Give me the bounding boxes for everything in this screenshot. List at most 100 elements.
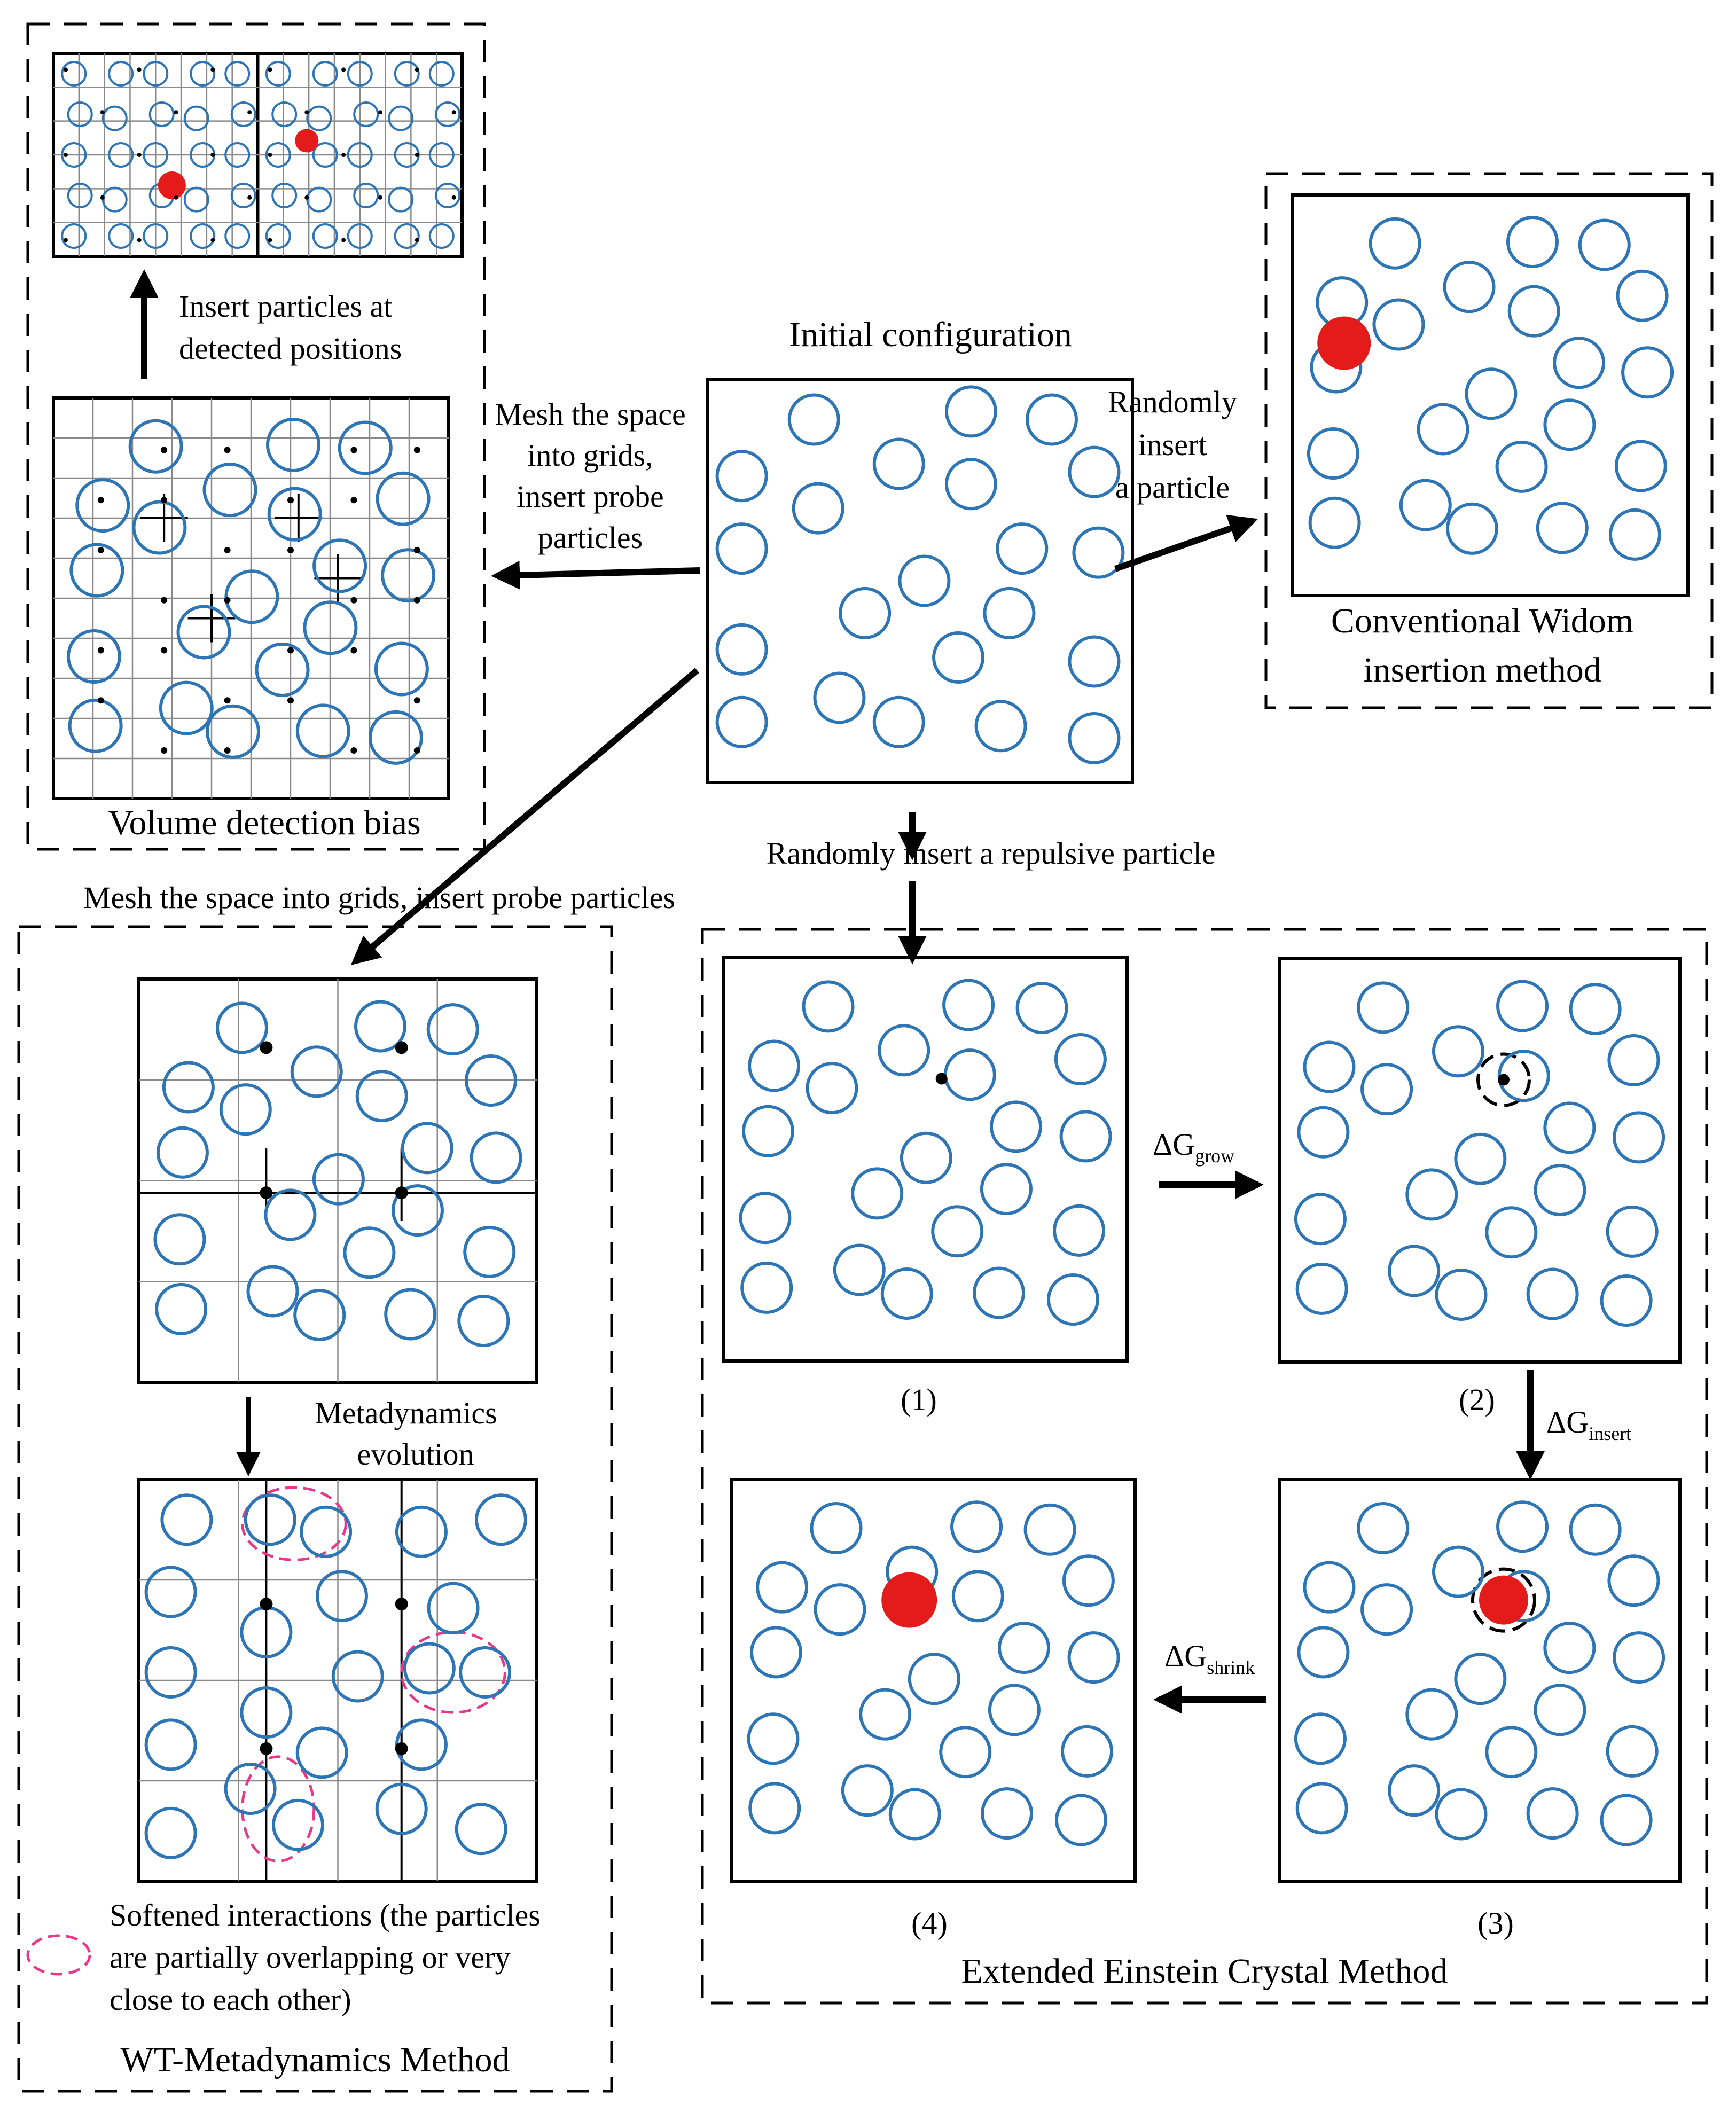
widom-particle-10 xyxy=(1553,337,1606,389)
eecm-2-particle-4 xyxy=(1303,1040,1356,1093)
volume-result-1-particle-23 xyxy=(224,142,251,168)
initial-particle-19 xyxy=(715,695,768,748)
volume-result-1-particle-15 xyxy=(143,223,169,249)
volume-result-1-probe-7 xyxy=(137,153,142,157)
wt-evolved-particle-4 xyxy=(395,1505,448,1558)
wt-evolved-particle-11 xyxy=(331,1650,384,1703)
initial-particle-22 xyxy=(1068,711,1121,764)
initial-particle-14 xyxy=(983,586,1036,639)
volume-probe-point-4 xyxy=(97,697,104,704)
eecm-2-particle-13 xyxy=(1405,1168,1458,1221)
volume-insert-label-2: detected positions xyxy=(179,331,402,366)
initial-particle-7 xyxy=(1068,445,1121,498)
volume-result-2-particle-16 xyxy=(394,61,420,87)
wt-evolved-particle-3 xyxy=(300,1505,353,1558)
widom-particle-22 xyxy=(1608,508,1661,561)
widom-particle-11 xyxy=(1621,346,1674,399)
eecm-3-particle-21 xyxy=(1526,1787,1579,1840)
panel-label-2: (2) xyxy=(1459,1382,1495,1417)
eecm-4-particle-6 xyxy=(951,1570,1004,1623)
volume-particle-6 xyxy=(267,487,322,542)
wt-evolved-particle-2 xyxy=(244,1493,296,1546)
wt-initial-particle-19 xyxy=(155,1282,208,1335)
wt-evolved-particle-8 xyxy=(427,1582,480,1634)
wt-metadynamics-caption: WT-Metadynamics Method xyxy=(121,2040,510,2079)
volume-result-1-probe-2 xyxy=(63,153,68,157)
wt-evolved-particle-7 xyxy=(315,1570,368,1623)
volume-result-1-particle-6 xyxy=(108,61,134,87)
volume-result-2-probe-8 xyxy=(341,238,346,242)
eecm-4-particle-20 xyxy=(888,1788,941,1841)
wt-metadynamics-group-box xyxy=(17,925,613,2093)
eecm-2-particle-16 xyxy=(1485,1206,1538,1259)
eecm-3-particle-11 xyxy=(1613,1631,1665,1684)
eecm-1-particle-19 xyxy=(740,1261,793,1314)
volume-result-1-particle-16 xyxy=(190,61,216,87)
volume-probe-point-24 xyxy=(413,447,420,453)
wt-evolved-particle-1 xyxy=(160,1493,213,1546)
widom-particle-1 xyxy=(1369,217,1421,270)
widom-inserted-particle xyxy=(1317,316,1371,370)
wt-initial-particle-11 xyxy=(470,1131,522,1184)
eecm-2-particle-17 xyxy=(1606,1205,1659,1258)
arrow-to-volume-detection xyxy=(491,560,700,590)
eecm-1-particle-10 xyxy=(989,1100,1042,1153)
volume-probe-point-22 xyxy=(350,647,357,654)
volume-result-2-probe-10 xyxy=(378,195,382,200)
eecm-4-particle-19 xyxy=(748,1782,801,1835)
eecm-4-particle-15 xyxy=(747,1712,800,1765)
volume-result-2-particle-8 xyxy=(312,142,338,168)
eecm-1-particle-22 xyxy=(1046,1273,1099,1326)
eecm-panel-3-shrinking-shell xyxy=(1471,1567,1536,1633)
eecm-4-particle-17 xyxy=(1061,1725,1114,1778)
volume-probe-point-5 xyxy=(161,447,168,453)
widom-particle-8 xyxy=(1372,298,1425,351)
volume-particle-16 xyxy=(255,642,310,697)
eecm-4-particle-14 xyxy=(988,1684,1041,1736)
eecm-4-particle-8 xyxy=(814,1583,866,1636)
volume-result-2-probe-5 xyxy=(304,195,309,200)
eecm-3-particle-7 xyxy=(1607,1554,1660,1607)
wt-initial-particle-6 xyxy=(355,1070,408,1123)
eecm-2-particle-19 xyxy=(1295,1262,1348,1315)
volume-arrow-label-2: into grids, xyxy=(527,438,653,473)
eecm-3-particle-12 xyxy=(1454,1653,1507,1705)
volume-result-inserted-particle-1 xyxy=(158,171,186,199)
eecm-1-particle-13 xyxy=(851,1167,904,1220)
wt-initial-particle-4 xyxy=(162,1061,215,1114)
widom-particle-6 xyxy=(1507,285,1560,338)
volume-particle-21 xyxy=(295,703,350,758)
volume-result-1-particle-8 xyxy=(108,142,134,168)
eecm-2-particle-1 xyxy=(1357,981,1410,1034)
volume-result-1-particle-5 xyxy=(61,223,87,249)
eecm-3-particle-20 xyxy=(1435,1788,1488,1841)
volume-result-2-particle-10 xyxy=(312,223,338,249)
volume-probe-point-13 xyxy=(224,697,231,704)
wt-initial-particle-17 xyxy=(463,1225,516,1278)
widom-particle-14 xyxy=(1543,398,1596,451)
volume-result-1-particle-17 xyxy=(183,105,209,131)
eecm-3-particle-15 xyxy=(1294,1712,1347,1765)
volume-particle-12 xyxy=(224,569,279,624)
eecm-1-particle-21 xyxy=(973,1266,1026,1319)
wt-initial-particle-5 xyxy=(290,1045,343,1098)
volume-probe-point-28 xyxy=(413,747,420,754)
wt-arrow-label: Mesh the space into grids, insert probe … xyxy=(83,880,675,915)
wt-evolved-particle-19 xyxy=(375,1782,428,1835)
eecm-4-particle-12 xyxy=(908,1653,960,1705)
eecm-3-particle-1 xyxy=(1357,1501,1410,1554)
volume-result-2-probe-13 xyxy=(415,238,419,242)
initial-configuration-panel xyxy=(706,378,1134,784)
initial-particle-13 xyxy=(839,586,892,639)
widom-particle-15 xyxy=(1307,427,1359,480)
volume-probe-point-10 xyxy=(224,447,231,453)
initial-particle-10 xyxy=(996,522,1049,575)
volume-particle-10 xyxy=(312,538,367,593)
volume-result-2-particle-20 xyxy=(394,223,420,249)
volume-result-2-particle-23 xyxy=(428,142,455,168)
panel-label-3: (3) xyxy=(1477,1906,1514,1940)
delta-g-grow-label: ΔGgrow xyxy=(1153,1127,1234,1167)
eecm-2-particle-14 xyxy=(1534,1164,1586,1217)
volume-particle-19 xyxy=(68,698,123,753)
